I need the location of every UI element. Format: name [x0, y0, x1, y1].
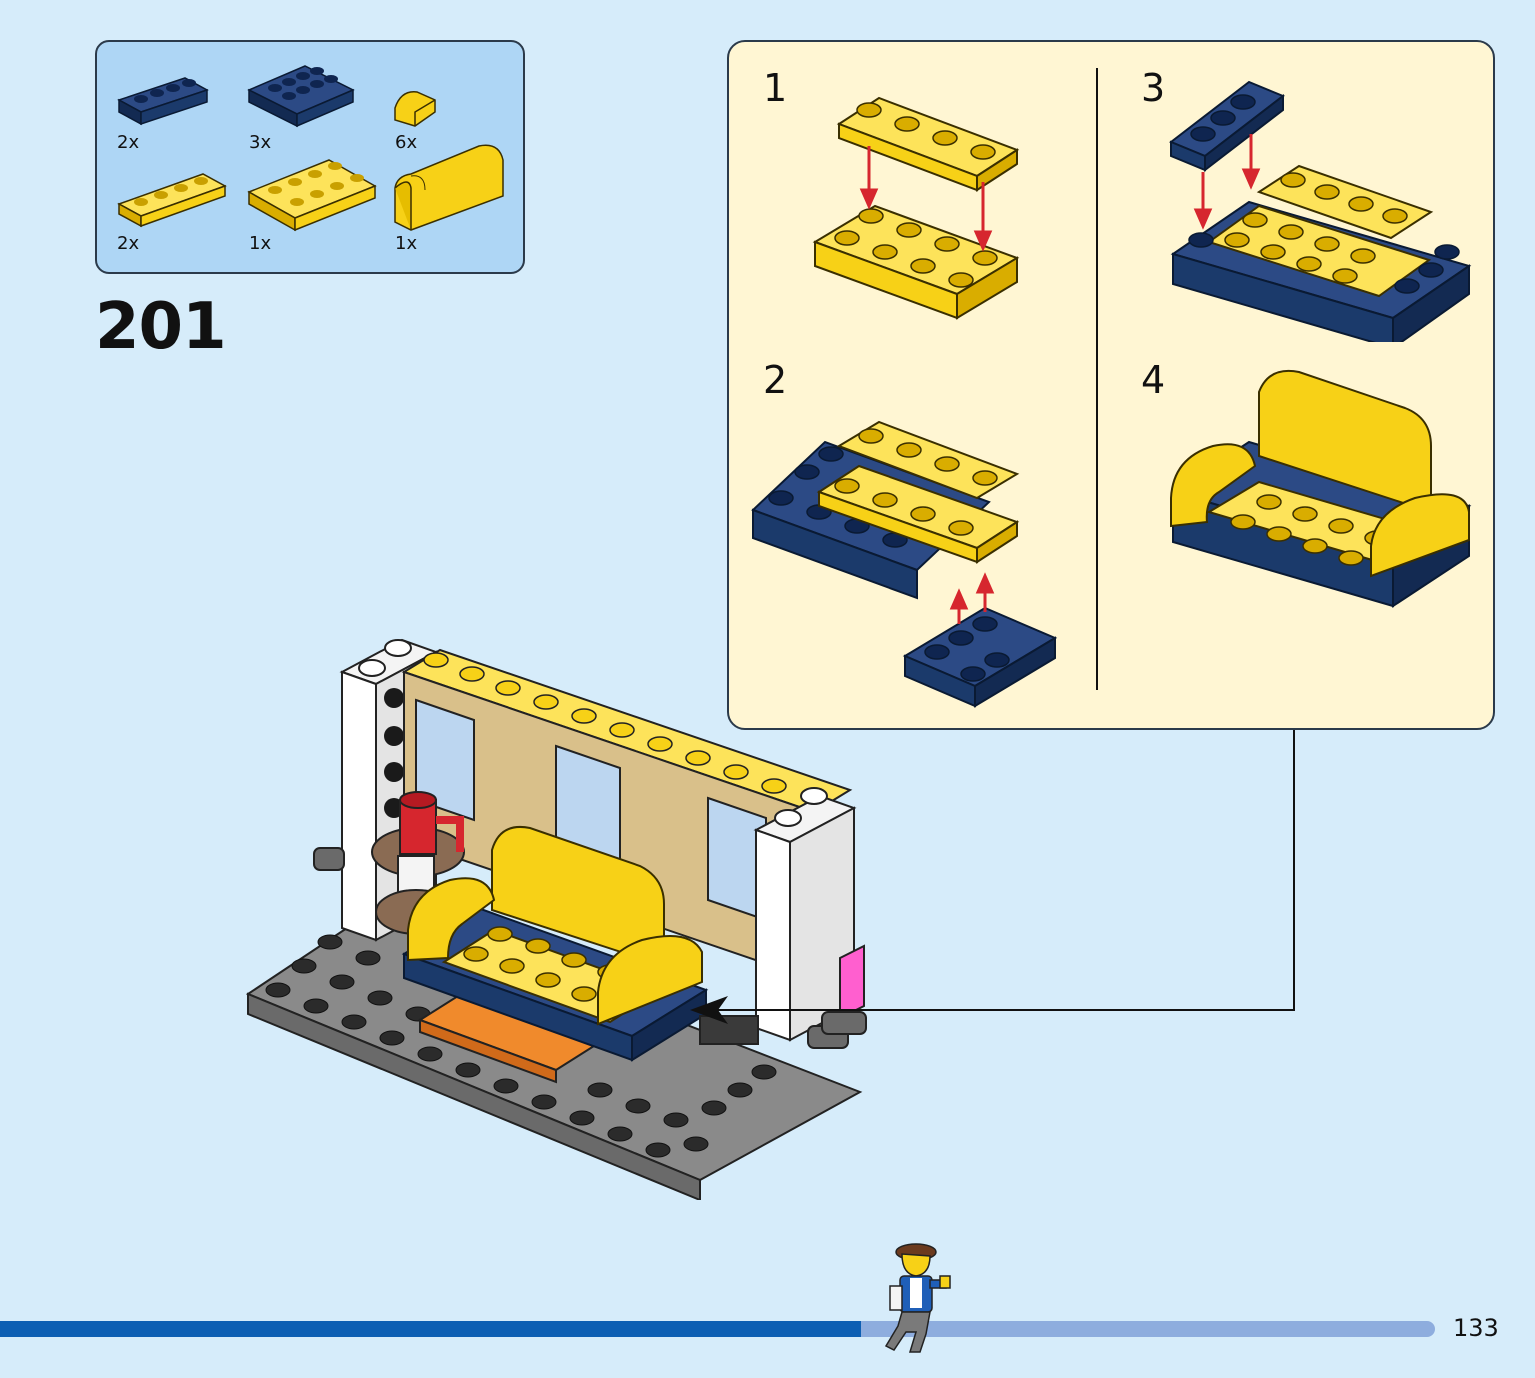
parts-qty-1: 2x	[117, 132, 140, 153]
sub-step-3-illustration	[1169, 80, 1472, 342]
yellow-curved-slope-icon	[391, 86, 441, 132]
parts-qty-4: 2x	[117, 233, 140, 254]
page-number: 133	[1453, 1314, 1499, 1342]
main-assembly-illustration	[245, 638, 867, 1200]
step-number: 201	[95, 290, 227, 364]
callout-divider	[1096, 68, 1098, 690]
parts-qty-3: 6x	[395, 132, 418, 153]
yellow-curved-brick-icon	[391, 138, 511, 234]
sub-step-4-number: 4	[1141, 358, 1166, 402]
sub-step-4-illustration	[1170, 370, 1472, 608]
dark-blue-plate-2x4-icon	[245, 60, 360, 132]
parts-qty-5: 1x	[249, 233, 272, 254]
parts-list-panel: 2x 3x 6x 2x	[95, 40, 525, 274]
sub-assembly-callout: 1 2 3 4	[727, 40, 1495, 730]
yellow-plate-1x4-icon	[115, 168, 230, 232]
sub-step-2-illustration	[751, 420, 1058, 708]
sub-step-2-number: 2	[763, 358, 788, 402]
sub-step-1-number: 1	[763, 66, 788, 110]
parts-qty-6: 1x	[395, 233, 418, 254]
parts-qty-2: 3x	[249, 132, 272, 153]
sub-step-1-illustration	[812, 96, 1020, 320]
dark-blue-plate-1x4-icon	[115, 72, 210, 132]
yellow-plate-2x4-icon	[245, 152, 380, 234]
progress-bar	[0, 1321, 1435, 1337]
progress-bar-fill	[0, 1321, 861, 1337]
minifigure-progress-icon	[884, 1243, 951, 1353]
sub-step-3-number: 3	[1141, 66, 1166, 110]
